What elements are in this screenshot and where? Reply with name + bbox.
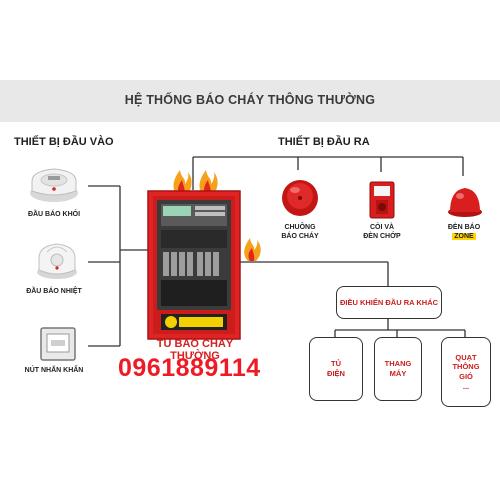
electrical-cabinet-line1: TỦ [330, 359, 341, 369]
control-panel-label-line1: TỦ BÁO CHÁY [156, 338, 234, 350]
horn-strobe-label-line1: CÒI VÀ [369, 224, 395, 231]
other-outputs-label: ĐIỀU KHIỂN ĐẦU RA KHÁC [339, 297, 439, 307]
elevator-box: THANG MÁY [374, 337, 422, 401]
fire-bell-label-line1: CHUÔNG [284, 224, 316, 231]
header-banner: HỆ THỐNG BÁO CHÁY THÔNG THƯỜNG [0, 80, 500, 122]
electrical-cabinet-box: TỦ ĐIỆN [309, 337, 363, 401]
manual-call-point-label: NÚT NHẤN KHẨN [24, 367, 84, 374]
zone-lamp-label: ĐÈN BÁO ZONE [434, 224, 494, 242]
input-devices-title: THIẾT BỊ ĐẦU VÀO [14, 136, 114, 148]
heat-detector-icon [37, 243, 77, 279]
fire-bell-label-line2: BÁO CHÁY [281, 232, 319, 240]
fire-alarm-control-panel [147, 190, 241, 340]
manual-call-point-icon [40, 327, 76, 361]
horn-strobe-icon [369, 181, 395, 219]
smoke-detector-icon [30, 168, 78, 202]
ventilation-fan-line3: GIÓ [459, 372, 473, 381]
fire-bell-icon [282, 180, 318, 216]
zone-lamp-icon [448, 188, 482, 217]
fire-icon [244, 238, 261, 261]
ventilation-fan-line2: THÔNG [452, 362, 480, 372]
ventilation-fan-box: QUẠT THÔNG GIÓ ... [441, 337, 491, 407]
fire-bell-label: CHUÔNG BÁO CHÁY [270, 224, 330, 242]
elevator-line1: THANG [384, 359, 412, 369]
control-panel-label: TỦ BÁO CHÁY THƯỜNG [150, 338, 240, 362]
smoke-detector-label: ĐẦU BÁO KHÓI [27, 211, 81, 218]
control-panel-label-line2: THƯỜNG [170, 349, 220, 362]
phone-number-watermark: 0961889114 [118, 354, 261, 382]
heat-detector-label: ĐẦU BÁO NHIỆT [26, 288, 82, 295]
horn-strobe-label-line2: ĐÈN CHỚP [363, 232, 401, 240]
output-devices-title: THIẾT BỊ ĐẦU RA [278, 136, 370, 148]
elevator-line2: MÁY [389, 369, 407, 378]
zone-lamp-label-line2: ZONE [452, 232, 476, 240]
page-title: HỆ THỐNG BÁO CHÁY THÔNG THƯỜNG [124, 93, 376, 107]
electrical-cabinet-line2: ĐIỆN [327, 369, 345, 378]
ventilation-fan-line1: QUẠT [455, 352, 477, 362]
ventilation-fan-line4: ... [462, 381, 470, 391]
other-outputs-box: ĐIỀU KHIỂN ĐẦU RA KHÁC [336, 286, 442, 319]
horn-strobe-label: CÒI VÀ ĐÈN CHỚP [352, 224, 412, 242]
zone-lamp-label-line1: ĐÈN BÁO [447, 224, 481, 231]
